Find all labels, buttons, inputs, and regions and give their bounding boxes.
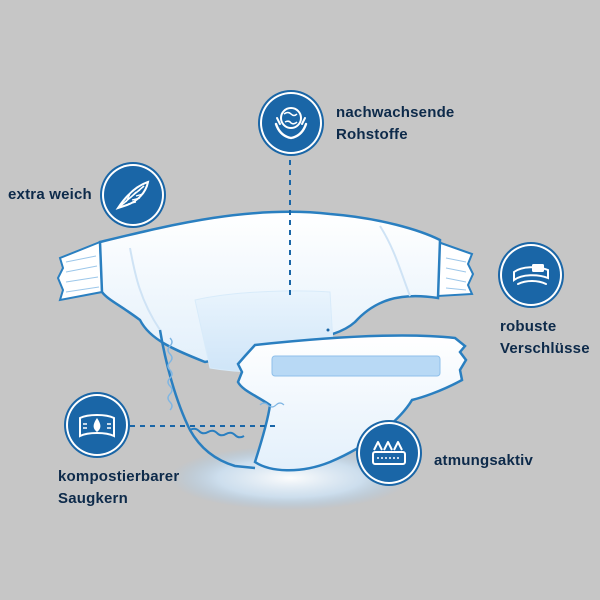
renewable-label: nachwachsende Rohstoffe bbox=[336, 104, 455, 143]
breathable-label: atmungsaktiv bbox=[434, 452, 534, 469]
soft-badge bbox=[104, 166, 162, 224]
right-tab bbox=[437, 240, 475, 298]
globe-hands-icon bbox=[274, 107, 308, 140]
breathable-badge bbox=[360, 424, 418, 482]
floor-glow bbox=[170, 446, 410, 510]
fasteners-badge bbox=[502, 246, 560, 304]
feather-icon bbox=[115, 180, 150, 210]
fasteners-label: robuste Verschlüsse bbox=[500, 318, 590, 357]
diaper-back bbox=[98, 210, 442, 364]
fastener-tab-icon bbox=[513, 264, 549, 285]
soft-label: extra weich bbox=[8, 186, 92, 203]
left-tab bbox=[56, 240, 104, 302]
absorbent-core-icon bbox=[79, 414, 115, 438]
core-badge bbox=[68, 396, 126, 454]
core-label: kompostierbarer Saugkern bbox=[58, 468, 180, 507]
waistband-strip bbox=[271, 355, 441, 377]
renewable-badge bbox=[262, 94, 320, 152]
breathable-fabric-icon bbox=[372, 441, 406, 465]
